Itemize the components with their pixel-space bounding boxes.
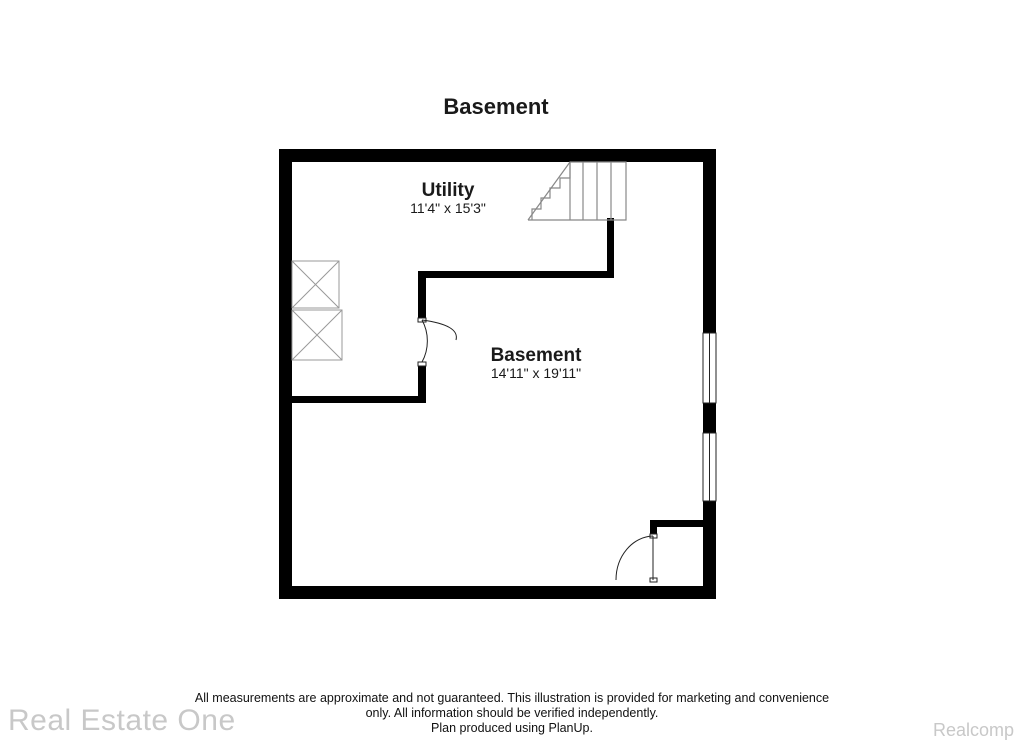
- watermark-right: Realcomp: [932, 720, 1014, 740]
- window-upper: [702, 332, 717, 404]
- window-lower: [702, 432, 717, 502]
- disclaimer-line-2: only. All information should be verified…: [365, 706, 659, 720]
- staircase: [527, 161, 627, 221]
- utility-door: [417, 317, 457, 367]
- room-label-basement: Basement: [491, 345, 582, 366]
- utility-fixtures: [291, 260, 343, 361]
- floor-title: Basement: [443, 94, 549, 119]
- interior-walls: [292, 218, 705, 534]
- watermark-left: Real Estate One: [8, 704, 236, 737]
- disclaimer-line-3: Plan produced using PlanUp.: [431, 721, 593, 735]
- room-label-utility: Utility: [422, 180, 475, 201]
- disclaimer: All measurements are approximate and not…: [150, 691, 874, 736]
- disclaimer-line-1: All measurements are approximate and not…: [194, 691, 830, 705]
- outer-walls: [279, 149, 716, 599]
- closet-door: [615, 533, 658, 583]
- room-dims-utility: 11'4" x 15'3": [410, 200, 486, 216]
- room-dims-basement: 14'11" x 19'11": [491, 365, 581, 381]
